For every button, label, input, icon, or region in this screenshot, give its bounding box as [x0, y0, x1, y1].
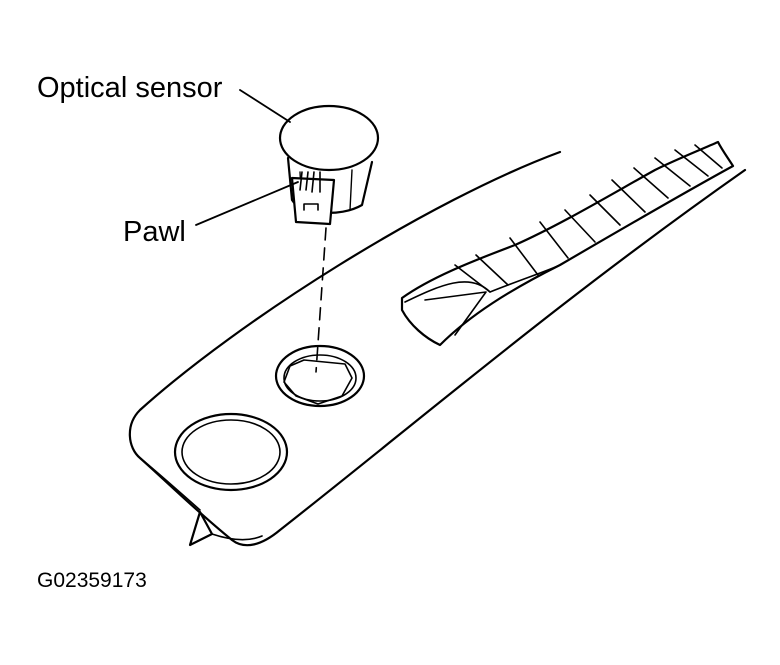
- trim-panel: [128, 150, 747, 547]
- pawl-label: Pawl: [123, 216, 186, 248]
- pawl-clip: [290, 171, 336, 226]
- figure-code-label: G02359173: [37, 569, 147, 592]
- optical-sensor-leader-line: [239, 89, 291, 123]
- air-vent-grille: [400, 140, 735, 347]
- installation-guide-line: [315, 227, 327, 373]
- pawl-leader-line: [195, 181, 299, 226]
- optical-sensor-label: Optical sensor: [37, 72, 223, 104]
- sensor-mounting-hole: [274, 344, 366, 408]
- round-opening: [173, 412, 289, 492]
